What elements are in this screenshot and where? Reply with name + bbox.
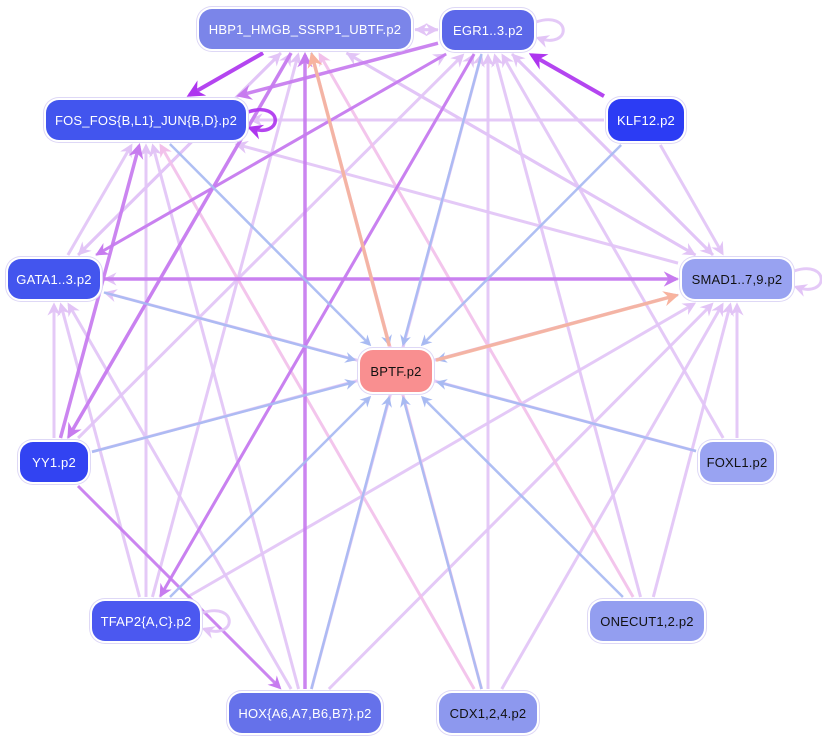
edge-egr1-gata	[95, 52, 447, 256]
node-onecut[interactable]: ONECUT1,2.p2	[590, 601, 704, 641]
node-foxl1[interactable]: FOXL1.p2	[700, 442, 774, 482]
edge-hbp1-fos	[186, 51, 265, 97]
edge-hox-bptf	[310, 395, 392, 690]
edge-gata-fos	[66, 143, 133, 256]
edge-egr1-tfap2	[159, 53, 476, 598]
node-label: EGR1..3.p2	[453, 22, 523, 38]
edge-egr1-egr1	[535, 18, 565, 48]
edge-tfap2-smad	[186, 302, 697, 599]
edge-cdx-smad	[500, 302, 724, 690]
edge-klf12-bptf	[420, 144, 622, 347]
edge-gata-bptf	[103, 291, 357, 363]
node-smad[interactable]: SMAD1..7,9.p2	[682, 259, 792, 299]
node-label: FOS_FOS{B,L1}_JUN{B,D}.p2	[54, 112, 238, 128]
edge-foxl1-bptf	[435, 379, 697, 453]
node-hbp1[interactable]: HBP1_HMGB_SSRP1_UBTF.p2	[199, 9, 411, 49]
node-label: FOXL1.p2	[706, 454, 768, 470]
node-fos[interactable]: FOS_FOS{B,L1}_JUN{B,D}.p2	[46, 100, 246, 140]
node-label: CDX1,2,4.p2	[449, 705, 527, 721]
node-label: GATA1..3.p2	[16, 271, 92, 287]
edge-yy1-fos	[58, 142, 144, 439]
edge-smad-smad	[793, 267, 822, 297]
edge-tfap2-bptf	[169, 395, 372, 598]
edge-fos-bptf	[169, 143, 372, 347]
edge-yy1-bptf	[91, 379, 357, 454]
node-label: YY1.p2	[32, 454, 76, 470]
edge-cdx-fos	[159, 143, 476, 690]
edge-fos-fos	[247, 108, 277, 140]
node-hox[interactable]: HOX{A6,A7,B6,B7}.p2	[229, 693, 381, 733]
edge-klf12-smad	[659, 144, 724, 256]
edge-hbp1-yy1	[67, 52, 293, 439]
edge-hbp1-smad	[345, 51, 697, 256]
edge-bptf-hbp1	[307, 51, 392, 347]
node-label: BPTF.p2	[370, 363, 422, 379]
edge-smad-fos	[234, 140, 679, 265]
node-label: SMAD1..7,9.p2	[691, 271, 783, 287]
edge-egr1-bptf	[400, 53, 483, 347]
node-label: HBP1_HMGB_SSRP1_UBTF.p2	[208, 21, 402, 37]
node-tfap2[interactable]: TFAP2{A,C}.p2	[92, 601, 200, 641]
edge-hox-smad	[327, 302, 714, 691]
node-label: HOX{A6,A7,B6,B7}.p2	[238, 705, 372, 721]
node-egr1[interactable]: EGR1..3.p2	[442, 10, 534, 50]
edge-hox-gata	[67, 302, 293, 690]
node-label: ONECUT1,2.p2	[600, 613, 694, 629]
edge-bptf-smad	[435, 291, 680, 362]
node-cdx[interactable]: CDX1,2,4.p2	[439, 693, 537, 733]
edge-tfap2-tfap2	[201, 609, 231, 639]
edge-onecut-bptf	[420, 395, 624, 598]
node-yy1[interactable]: YY1.p2	[20, 442, 88, 482]
node-klf12[interactable]: KLF12.p2	[608, 99, 684, 141]
node-gata[interactable]: GATA1..3.p2	[8, 259, 100, 299]
edge-klf12-egr1	[528, 53, 605, 98]
edge-onecut-hbp1	[318, 52, 635, 598]
node-label: KLF12.p2	[617, 112, 675, 128]
edge-cdx-bptf	[400, 395, 483, 690]
node-label: TFAP2{A,C}.p2	[100, 613, 192, 629]
node-bptf[interactable]: BPTF.p2	[360, 350, 432, 392]
